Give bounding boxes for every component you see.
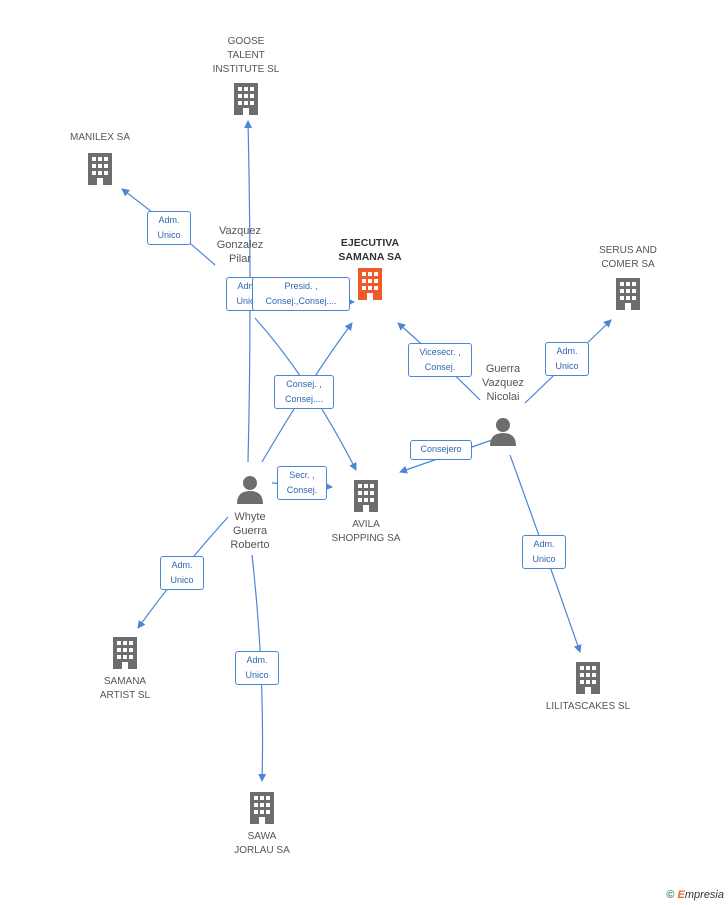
person-label: Guerra Vazquez Nicolai [482, 363, 524, 403]
role-tag-presid[interactable]: Presid. , Consej.,Consej.... [252, 277, 350, 311]
person-label: Whyte Guerra Roberto [230, 511, 270, 551]
node-serus-comer[interactable]: SERUS AND COMER SA [583, 244, 673, 312]
building-icon [616, 278, 640, 310]
node-avila-shopping[interactable]: AVILA SHOPPING SA [321, 478, 411, 546]
building-icon [358, 268, 382, 300]
role-tag-secr[interactable]: Secr. , Consej. [277, 466, 327, 500]
node-samana-artist[interactable]: SAMANA ARTIST SL [80, 635, 170, 703]
node-manilex[interactable]: MANILEX SA [55, 131, 145, 187]
node-ejecutiva-samana[interactable]: EJECUTIVA SAMANA SA [318, 236, 422, 302]
building-icon [88, 153, 112, 185]
company-label: GOOSE TALENT INSTITUTE SL [212, 36, 280, 75]
company-label: SAMANA ARTIST SL [99, 676, 151, 701]
brand-logo-e: E [677, 889, 685, 901]
brand-footer: © Empresia [666, 889, 724, 901]
role-tag-adm-sawa[interactable]: Adm. Unico [235, 651, 279, 685]
person-icon [490, 418, 516, 446]
company-label: SAWA JORLAU SA [234, 831, 290, 856]
node-lilitascakes[interactable]: LILITASCAKES SL [533, 660, 643, 714]
building-icon [113, 637, 137, 669]
role-tag-adm-manilex[interactable]: Adm. Unico [147, 211, 191, 245]
building-icon [354, 480, 378, 512]
company-label: SERUS AND COMER SA [599, 245, 657, 270]
person-label: Vazquez Gonzalez Pilar [216, 225, 264, 265]
role-tag-consej-avila[interactable]: Consej. , Consej.... [274, 375, 334, 409]
building-icon [250, 792, 274, 824]
node-vazquez-gonzalez-pilar[interactable]: Vazquez Gonzalez Pilar [200, 224, 280, 266]
role-tag-adm-serus[interactable]: Adm. Unico [545, 342, 589, 376]
copyright-icon: © [666, 889, 675, 901]
role-tag-vicesecr[interactable]: Vicesecr. , Consej. [408, 343, 472, 377]
company-label: MANILEX SA [69, 132, 131, 143]
company-label: AVILA SHOPPING SA [331, 519, 401, 544]
brand-name: mpresia [684, 889, 724, 901]
person-icon [237, 476, 263, 504]
role-tag-consejero[interactable]: Consejero [410, 440, 472, 460]
node-sawa-jorlau[interactable]: SAWA JORLAU SA [217, 790, 307, 858]
node-whyte-guerra-roberto[interactable]: Whyte Guerra Roberto [210, 474, 290, 552]
role-tag-adm-lilitas[interactable]: Adm. Unico [522, 535, 566, 569]
company-label: EJECUTIVA SAMANA SA [338, 237, 402, 263]
role-tag-adm-samana-artist[interactable]: Adm. Unico [160, 556, 204, 590]
building-icon [576, 662, 600, 694]
node-goose-talent[interactable]: GOOSE TALENT INSTITUTE SL [196, 35, 296, 117]
company-label: LILITASCAKES SL [545, 701, 631, 712]
building-icon [234, 83, 258, 115]
node-guerra-vazquez-nicolai[interactable]: Guerra Vazquez Nicolai [463, 362, 543, 446]
